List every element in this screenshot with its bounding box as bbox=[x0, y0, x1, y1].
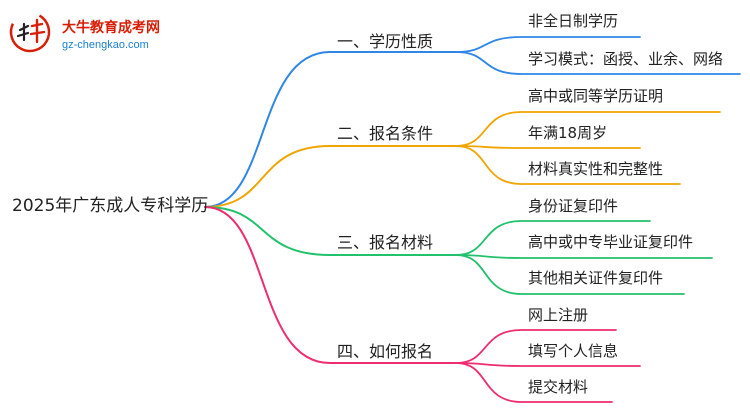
branch-3-leaf-1: 身份证复印件 bbox=[528, 197, 619, 215]
branch-1-leaf-2: 学习模式：函授、业余、网络 bbox=[528, 50, 724, 68]
branch-4-label: 四、如何报名 bbox=[337, 342, 434, 361]
branch-3-leaf-1-connector bbox=[455, 220, 651, 256]
branch-2-leaf-1-connector bbox=[455, 111, 721, 147]
site-logo: 大牛教育成考网 gz-chengkao.com bbox=[6, 6, 206, 58]
logo-title: 大牛教育成考网 bbox=[62, 20, 160, 36]
branch-4-leaf-2: 填写个人信息 bbox=[528, 342, 619, 360]
branch-4-leaf-1: 网上注册 bbox=[528, 306, 589, 324]
branch-2-connector bbox=[204, 145, 331, 208]
branch-2-label: 二、报名条件 bbox=[337, 124, 434, 143]
logo-emblem-icon bbox=[9, 11, 51, 53]
branch-3-label: 三、报名材料 bbox=[337, 233, 434, 252]
branch-3-leaf-3: 其他相关证件复印件 bbox=[528, 269, 664, 287]
branch-3-leaf-3-connector bbox=[455, 254, 685, 295]
branch-3-leaf-2: 高中或中专毕业证复印件 bbox=[528, 233, 694, 251]
branch-2-leaf-3: 材料真实性和完整性 bbox=[528, 160, 664, 178]
branch-3-leaf-2-connector bbox=[455, 254, 713, 259]
branch-1-leaf-2-connector bbox=[455, 51, 741, 75]
root-node: 2025年广东成人专科学历 bbox=[12, 196, 209, 216]
branch-1-leaf-1: 非全日制学历 bbox=[528, 12, 619, 30]
logo-url: gz-chengkao.com bbox=[62, 39, 149, 51]
branch-1-connector bbox=[204, 51, 331, 208]
branch-4-leaf-1-connector bbox=[455, 329, 617, 364]
branch-4-connector bbox=[204, 206, 331, 364]
branch-4-leaf-2-connector bbox=[455, 362, 641, 367]
branch-1-leaf-1-connector bbox=[455, 36, 641, 53]
branch-1-label: 一、学历性质 bbox=[337, 32, 434, 51]
branch-4-leaf-3-connector bbox=[455, 362, 613, 403]
branch-3-connector bbox=[204, 206, 331, 256]
branch-2-leaf-2-connector bbox=[455, 145, 641, 149]
branch-4-leaf-3: 提交材料 bbox=[528, 378, 589, 396]
branch-2-leaf-2: 年满18周岁 bbox=[528, 124, 608, 142]
branch-2-leaf-3-connector bbox=[455, 145, 681, 185]
branch-2-leaf-1: 高中或同等学历证明 bbox=[528, 87, 664, 105]
